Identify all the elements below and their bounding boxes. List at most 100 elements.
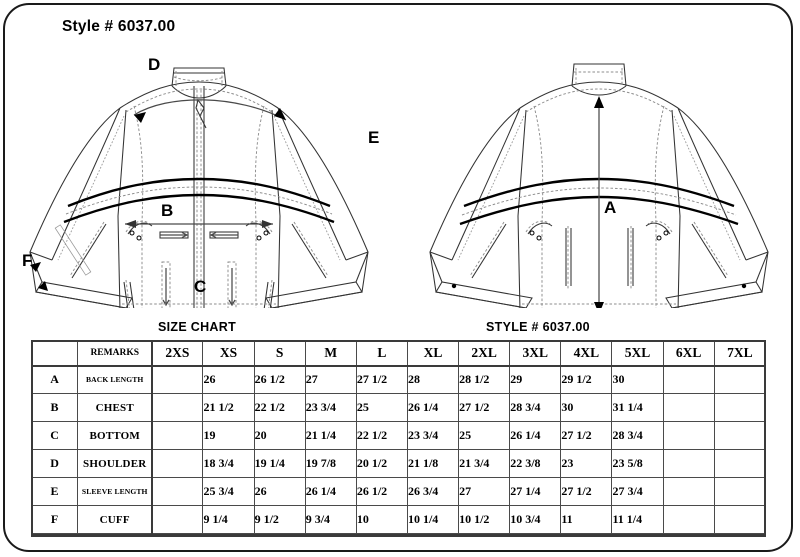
cell-A-2XL: 28 1/2 — [458, 365, 511, 394]
cell-D-L: 20 1/2 — [355, 449, 408, 478]
cell-C-L: 22 1/2 — [355, 421, 408, 450]
cell-F-M: 9 3/4 — [304, 505, 357, 534]
cell-E-5XL: 27 3/4 — [611, 477, 664, 506]
cell-A-2XS — [151, 365, 204, 394]
cell-F-2XL: 10 1/2 — [458, 505, 511, 534]
cell-E-4XL: 27 1/2 — [560, 477, 613, 506]
cell-B-M: 23 3/4 — [304, 393, 357, 422]
callout-A: A — [604, 198, 616, 217]
style-number-heading: STYLE # 6037.00 — [486, 320, 590, 334]
cell-A-3XL: 29 — [509, 365, 562, 394]
cell-E-S: 26 — [253, 477, 306, 506]
cell-D-4XL: 23 — [560, 449, 613, 478]
cell-E-2XL: 27 — [458, 477, 511, 506]
row-remark-C: BOTTOM — [77, 421, 153, 450]
col-header-size-M: M — [304, 340, 357, 366]
cell-E-XL: 26 3/4 — [406, 477, 460, 506]
col-header-size-2XL: 2XL — [458, 340, 511, 366]
cell-C-M: 21 1/4 — [304, 421, 357, 450]
cell-C-4XL: 27 1/2 — [560, 421, 613, 450]
cell-F-5XL: 11 1/4 — [611, 505, 664, 534]
cell-C-2XS — [151, 421, 204, 450]
callout-D: D — [148, 55, 160, 74]
row-remark-E: SLEEVE LENGTH — [77, 477, 153, 506]
page-border — [3, 3, 793, 552]
cell-E-L: 26 1/2 — [355, 477, 408, 506]
technical-drawing-area: D E B C F — [8, 46, 792, 308]
cell-D-XL: 21 1/8 — [406, 449, 460, 478]
cell-D-XS: 18 3/4 — [202, 449, 255, 478]
cell-E-3XL: 27 1/4 — [509, 477, 562, 506]
remark-label: CUFF — [99, 513, 130, 526]
remark-label: CHEST — [95, 401, 134, 414]
cell-A-S: 26 1/2 — [253, 365, 306, 394]
cell-B-3XL: 28 3/4 — [509, 393, 562, 422]
callout-B: B — [161, 201, 173, 220]
col-header-size-XS: XS — [202, 340, 255, 366]
cell-B-XL: 26 1/4 — [406, 393, 460, 422]
cell-B-XS: 21 1/2 — [202, 393, 255, 422]
cell-C-7XL — [713, 421, 767, 450]
cell-D-3XL: 22 3/8 — [509, 449, 562, 478]
remark-label: SHOULDER — [83, 457, 147, 470]
col-header-size-2XS: 2XS — [151, 340, 204, 366]
cell-F-4XL: 11 — [560, 505, 613, 534]
cell-D-2XS — [151, 449, 204, 478]
cell-A-5XL: 30 — [611, 365, 664, 394]
back-jacket-illustration: A — [429, 63, 769, 308]
cell-A-XL: 28 — [406, 365, 460, 394]
cell-F-L: 10 — [355, 505, 408, 534]
cell-F-7XL — [713, 505, 767, 534]
row-key-D: D — [30, 449, 79, 478]
row-remark-A: BACK LENGTH — [77, 365, 153, 394]
cell-F-6XL — [662, 505, 715, 534]
cell-C-6XL — [662, 421, 715, 450]
cell-D-M: 19 7/8 — [304, 449, 357, 478]
cell-A-XS: 26 — [202, 365, 255, 394]
remark-label: BACK LENGTH — [86, 375, 144, 384]
cell-D-2XL: 21 3/4 — [458, 449, 511, 478]
cell-C-5XL: 28 3/4 — [611, 421, 664, 450]
size-chart-heading: SIZE CHART — [158, 320, 236, 334]
col-header-key — [30, 340, 79, 366]
cell-B-2XS — [151, 393, 204, 422]
cell-B-2XL: 27 1/2 — [458, 393, 511, 422]
cell-A-M: 27 — [304, 365, 357, 394]
col-header-size-7XL: 7XL — [713, 340, 767, 366]
front-jacket-illustration: D E B C F — [22, 55, 379, 308]
cell-F-S: 9 1/2 — [253, 505, 306, 534]
cell-F-XL: 10 1/4 — [406, 505, 460, 534]
cell-E-XS: 25 3/4 — [202, 477, 255, 506]
cell-F-2XS — [151, 505, 204, 534]
row-key-F: F — [30, 505, 79, 534]
cell-C-2XL: 25 — [458, 421, 511, 450]
callout-C: C — [194, 277, 206, 296]
cell-C-S: 20 — [253, 421, 306, 450]
row-key-B: B — [30, 393, 79, 422]
cell-B-4XL: 30 — [560, 393, 613, 422]
row-key-A: A — [30, 365, 79, 394]
cell-D-6XL — [662, 449, 715, 478]
cell-B-6XL — [662, 393, 715, 422]
cell-B-S: 22 1/2 — [253, 393, 306, 422]
cell-A-4XL: 29 1/2 — [560, 365, 613, 394]
remark-label: BOTTOM — [89, 429, 140, 442]
row-remark-F: CUFF — [77, 505, 153, 534]
col-header-size-L: L — [355, 340, 408, 366]
cell-E-M: 26 1/4 — [304, 477, 357, 506]
cell-A-6XL — [662, 365, 715, 394]
cell-E-7XL — [713, 477, 767, 506]
cell-D-S: 19 1/4 — [253, 449, 306, 478]
cell-C-XL: 23 3/4 — [406, 421, 460, 450]
remark-label: SLEEVE LENGTH — [81, 487, 148, 496]
cell-D-7XL — [713, 449, 767, 478]
cell-B-5XL: 31 1/4 — [611, 393, 664, 422]
page-title: Style # 6037.00 — [62, 18, 176, 35]
